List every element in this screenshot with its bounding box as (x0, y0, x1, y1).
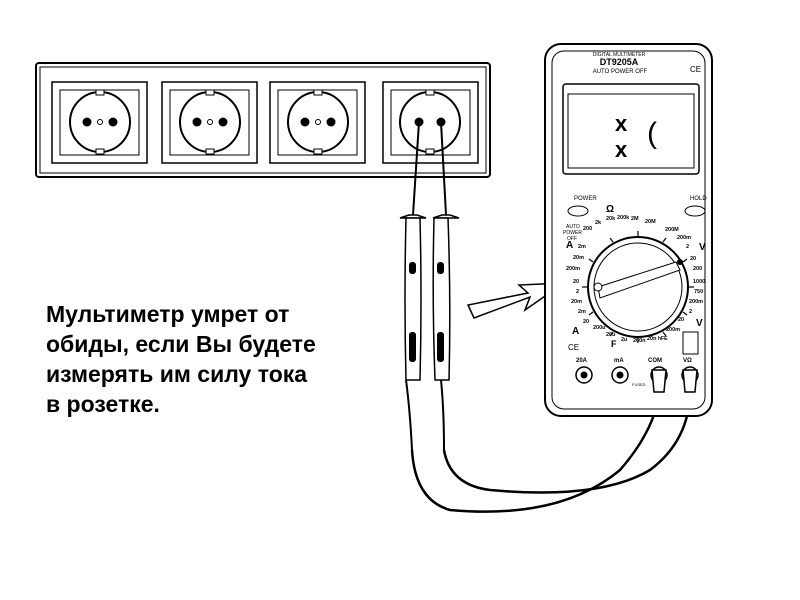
ce-mark: CE (690, 65, 701, 74)
socket-1 (51, 81, 148, 164)
auto-power-off-label-1: AUTO (566, 224, 580, 230)
vohm-plug (682, 369, 698, 393)
ohm-symbol: Ω (606, 204, 614, 215)
test-probe-right (432, 121, 460, 451)
dial-label: 1000 (693, 279, 705, 285)
dial-label: 200m (677, 235, 691, 241)
f-symbol: F (611, 339, 617, 349)
dial-label: 2m (578, 244, 586, 250)
com-plug (651, 369, 667, 393)
ce-mark-small: CE (568, 343, 579, 352)
dial-label: 20M (645, 219, 656, 225)
probe-cables (410, 389, 692, 513)
test-probe-left (399, 121, 427, 451)
dial-label: 2u (621, 337, 627, 343)
socket-2 (161, 81, 258, 164)
dial-label: 20 (690, 256, 696, 262)
dial-label: 20n (647, 336, 657, 342)
jack-com-label: COM (648, 358, 662, 364)
display-line-1: x (615, 111, 628, 136)
dial-label: 200 (583, 226, 592, 232)
display-line-2: x (615, 137, 628, 162)
hold-button[interactable] (684, 205, 706, 217)
dial-label: 20m (573, 255, 584, 261)
dial-label: 200 (693, 266, 702, 272)
power-label: POWER (574, 196, 597, 202)
auto-power-off-label-2: POWER (563, 230, 582, 236)
multimeter: DIGITAL MULTIMETER DT9205A AUTO POWER OF… (544, 43, 713, 417)
dial-label: 200M (665, 227, 679, 233)
dial-label: 20 (583, 319, 589, 325)
power-button[interactable] (567, 205, 589, 217)
dial-label: 20u (606, 332, 615, 338)
hfe-label: hFE (658, 336, 668, 342)
dial-label: 200n (633, 338, 646, 344)
dial-label: 200m (666, 327, 680, 333)
socket-4 (382, 81, 479, 164)
dial-label: 2 (689, 309, 692, 315)
caption-line-3: измерять им силу тока (46, 361, 308, 387)
hfe-socket[interactable] (682, 331, 699, 355)
dial-label: 20 (573, 279, 579, 285)
caption-line-4: в розетке. (46, 391, 160, 417)
dial-label: 200u (593, 325, 606, 331)
rotary-dial[interactable] (587, 236, 689, 338)
fused-label: FUSED (632, 382, 646, 387)
a-dc-symbol: A (572, 326, 579, 337)
dial-label: 750 (694, 289, 703, 295)
socket-panel (35, 62, 491, 178)
dial-label: 2 (576, 289, 579, 295)
socket-3 (269, 81, 366, 164)
auto-power-off-label-3: OFF (567, 236, 577, 242)
dial-label: 2m (578, 309, 586, 315)
jack-vohm-label: VΩ (683, 358, 692, 364)
v-ac-symbol: V (696, 318, 703, 329)
v-dc-symbol: V (699, 242, 706, 253)
dial-label: 20 (678, 317, 684, 323)
a-ac-symbol: A (566, 240, 573, 251)
dial-label: 200k (617, 215, 630, 221)
dial-label: 2k (595, 220, 602, 226)
dial-label: 2 (686, 244, 689, 250)
jack-ma-label: mA (614, 358, 624, 364)
meter-model: DT9205A (600, 57, 639, 67)
caption-line-1: Мультиметр умрет от (46, 301, 290, 327)
meter-brand: DIGITAL MULTIMETER (593, 52, 646, 58)
display-paren: ( (647, 117, 657, 150)
pointer-arrow (466, 282, 567, 319)
dial-label: 20m (571, 299, 582, 305)
meter-auto-off: AUTO POWER OFF (593, 69, 648, 75)
dial-label: 2M (631, 216, 639, 222)
dial-tick-marks (582, 231, 694, 343)
dial-label: 200m (689, 299, 703, 305)
dial-label: 20k (606, 216, 616, 222)
hold-label: HOLD (690, 196, 707, 202)
caption-line-2: обиды, если Вы будете (46, 331, 316, 357)
dial-label: 200m (566, 266, 580, 272)
warning-caption: Мультиметр умрет от обиды, если Вы будет… (46, 299, 386, 419)
jack-20a-label: 20A (576, 358, 588, 364)
